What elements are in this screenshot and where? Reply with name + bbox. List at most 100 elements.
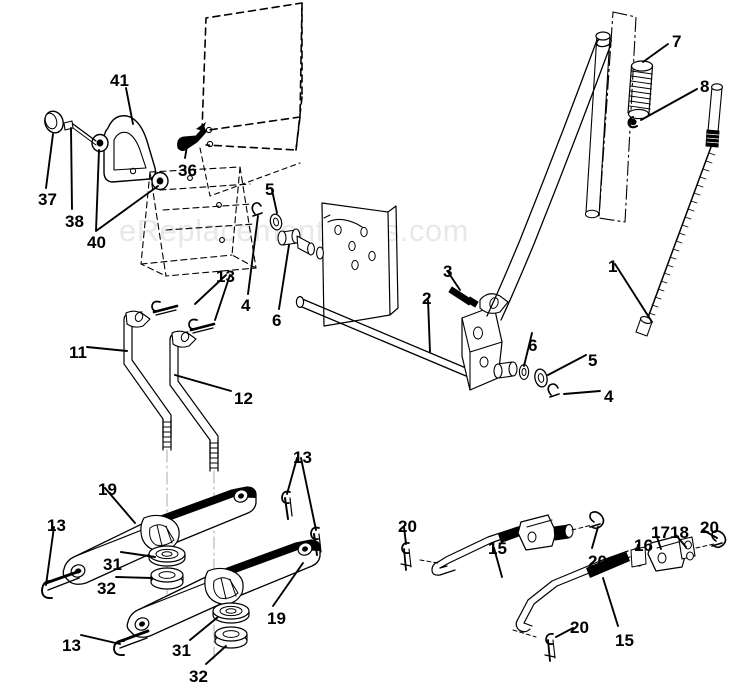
leader-7 [642, 43, 669, 63]
leader-13-upper-left [45, 526, 55, 586]
leader-5-upper [271, 189, 278, 214]
control-rod-leader-dash-a [419, 559, 439, 564]
phantom-lever-tube [584, 31, 611, 219]
callout-1: 1 [608, 257, 618, 276]
cotter-pin-13-d [113, 629, 150, 657]
bearing-31-upper [148, 545, 186, 567]
callout-4-upper: 4 [241, 296, 251, 315]
leader-6-lower [523, 332, 533, 367]
callout-4-lower: 4 [604, 387, 614, 406]
callout-19-lower: 19 [267, 609, 286, 628]
leader-41 [125, 87, 134, 125]
leader-38 [70, 127, 73, 210]
leader-20-far-left [403, 526, 407, 545]
control-rod-leader-dash-b [512, 629, 537, 638]
knob-37 [44, 110, 64, 134]
callout-5-upper: 5 [265, 180, 275, 199]
flange-bushing-32-lower [214, 626, 248, 649]
roll-pin-3 [448, 286, 479, 308]
leader-16 [636, 544, 639, 550]
pedal-pad-bracket-41 [91, 115, 169, 191]
leader-37 [45, 133, 54, 189]
callout-31-upper: 31 [103, 555, 122, 574]
leader-20-upper-right [591, 526, 599, 549]
main-lift-lever [486, 36, 612, 321]
leader-11 [86, 346, 128, 352]
leader-40 [95, 149, 159, 232]
callout-15-lower: 15 [615, 631, 634, 650]
callout-15-upper: 15 [488, 539, 507, 558]
callout-13-links: 13 [216, 267, 235, 286]
callout-31-lower: 31 [172, 641, 191, 660]
leader-12 [174, 374, 232, 392]
lift-link-11 [123, 310, 172, 451]
callout-38: 38 [65, 212, 84, 231]
callout-20-far-left: 20 [398, 517, 417, 536]
latch-pawl-36 [177, 122, 207, 151]
callout-8: 8 [700, 77, 710, 96]
leader-13-arm-right [286, 457, 317, 531]
callout-41: 41 [110, 71, 129, 90]
leader-4-upper [247, 215, 259, 295]
leader-17 [655, 533, 662, 550]
leader-20-bottom [555, 627, 574, 638]
phantom-panel-upper [201, 2, 303, 151]
leader-1 [614, 263, 653, 323]
cotter-pin-13-e [281, 490, 293, 520]
cotter-pin-13-b [188, 318, 216, 334]
pivot-clevis [461, 293, 560, 398]
leader-13-lower-left [80, 634, 121, 645]
leader-15-upper [493, 547, 503, 578]
center-mount-plate [321, 202, 399, 327]
callout-19-upper: 19 [98, 480, 117, 499]
leader-19-lower [272, 562, 304, 607]
leader-15-lower [602, 577, 619, 627]
callout-20-upper-right: 20 [588, 552, 607, 571]
bearing-31-lower [212, 602, 250, 624]
spring-7 [627, 60, 654, 120]
callout-11: 11 [69, 343, 87, 362]
callout-36: 36 [178, 161, 197, 180]
callout-20-right: 20 [700, 518, 719, 537]
leader-4-lower [563, 390, 601, 395]
callout-17: 17 [651, 523, 670, 542]
lift-cable-1 [635, 83, 723, 337]
leader-18 [674, 533, 687, 548]
phantom-lever [598, 11, 637, 223]
cotter-pin-20-bottom [544, 633, 556, 662]
flange-bushing-32-upper [150, 567, 184, 590]
control-rod-15-upper [431, 511, 605, 576]
callout-13-arm-right: 13 [293, 448, 312, 467]
callout-3: 3 [443, 262, 453, 281]
cotter-pin-13-a [151, 300, 179, 316]
leader-32-upper [115, 576, 153, 579]
leader-31-upper [120, 551, 156, 558]
leader-6-upper [278, 244, 290, 310]
callout-20-bottom: 20 [570, 618, 589, 637]
phantom-panel-lower [199, 147, 301, 197]
leader-36 [184, 139, 189, 159]
callout-2: 2 [422, 289, 432, 308]
cotter-pin-13-c [41, 569, 82, 600]
leader-32-lower [205, 645, 227, 665]
callout-6-lower: 6 [528, 336, 538, 355]
callout-40: 40 [87, 233, 106, 252]
spring-hook-8 [627, 116, 638, 129]
leader-31-lower [189, 616, 219, 641]
hardware-stack-left [251, 202, 324, 260]
callout-13-upper-left: 13 [47, 516, 66, 535]
leader-19-upper [104, 487, 136, 524]
lift-rod-2 [295, 296, 467, 377]
callout-16: 16 [634, 536, 653, 555]
leader-3 [447, 271, 461, 291]
leader-13-links [194, 274, 231, 321]
callout-32-upper: 32 [97, 579, 116, 598]
callout-12: 12 [234, 389, 253, 408]
deck-lift-arm-19-lower [126, 539, 321, 638]
leader-8 [640, 88, 698, 121]
callout-5-lower: 5 [588, 351, 598, 370]
phantom-frame-plate [140, 166, 257, 277]
